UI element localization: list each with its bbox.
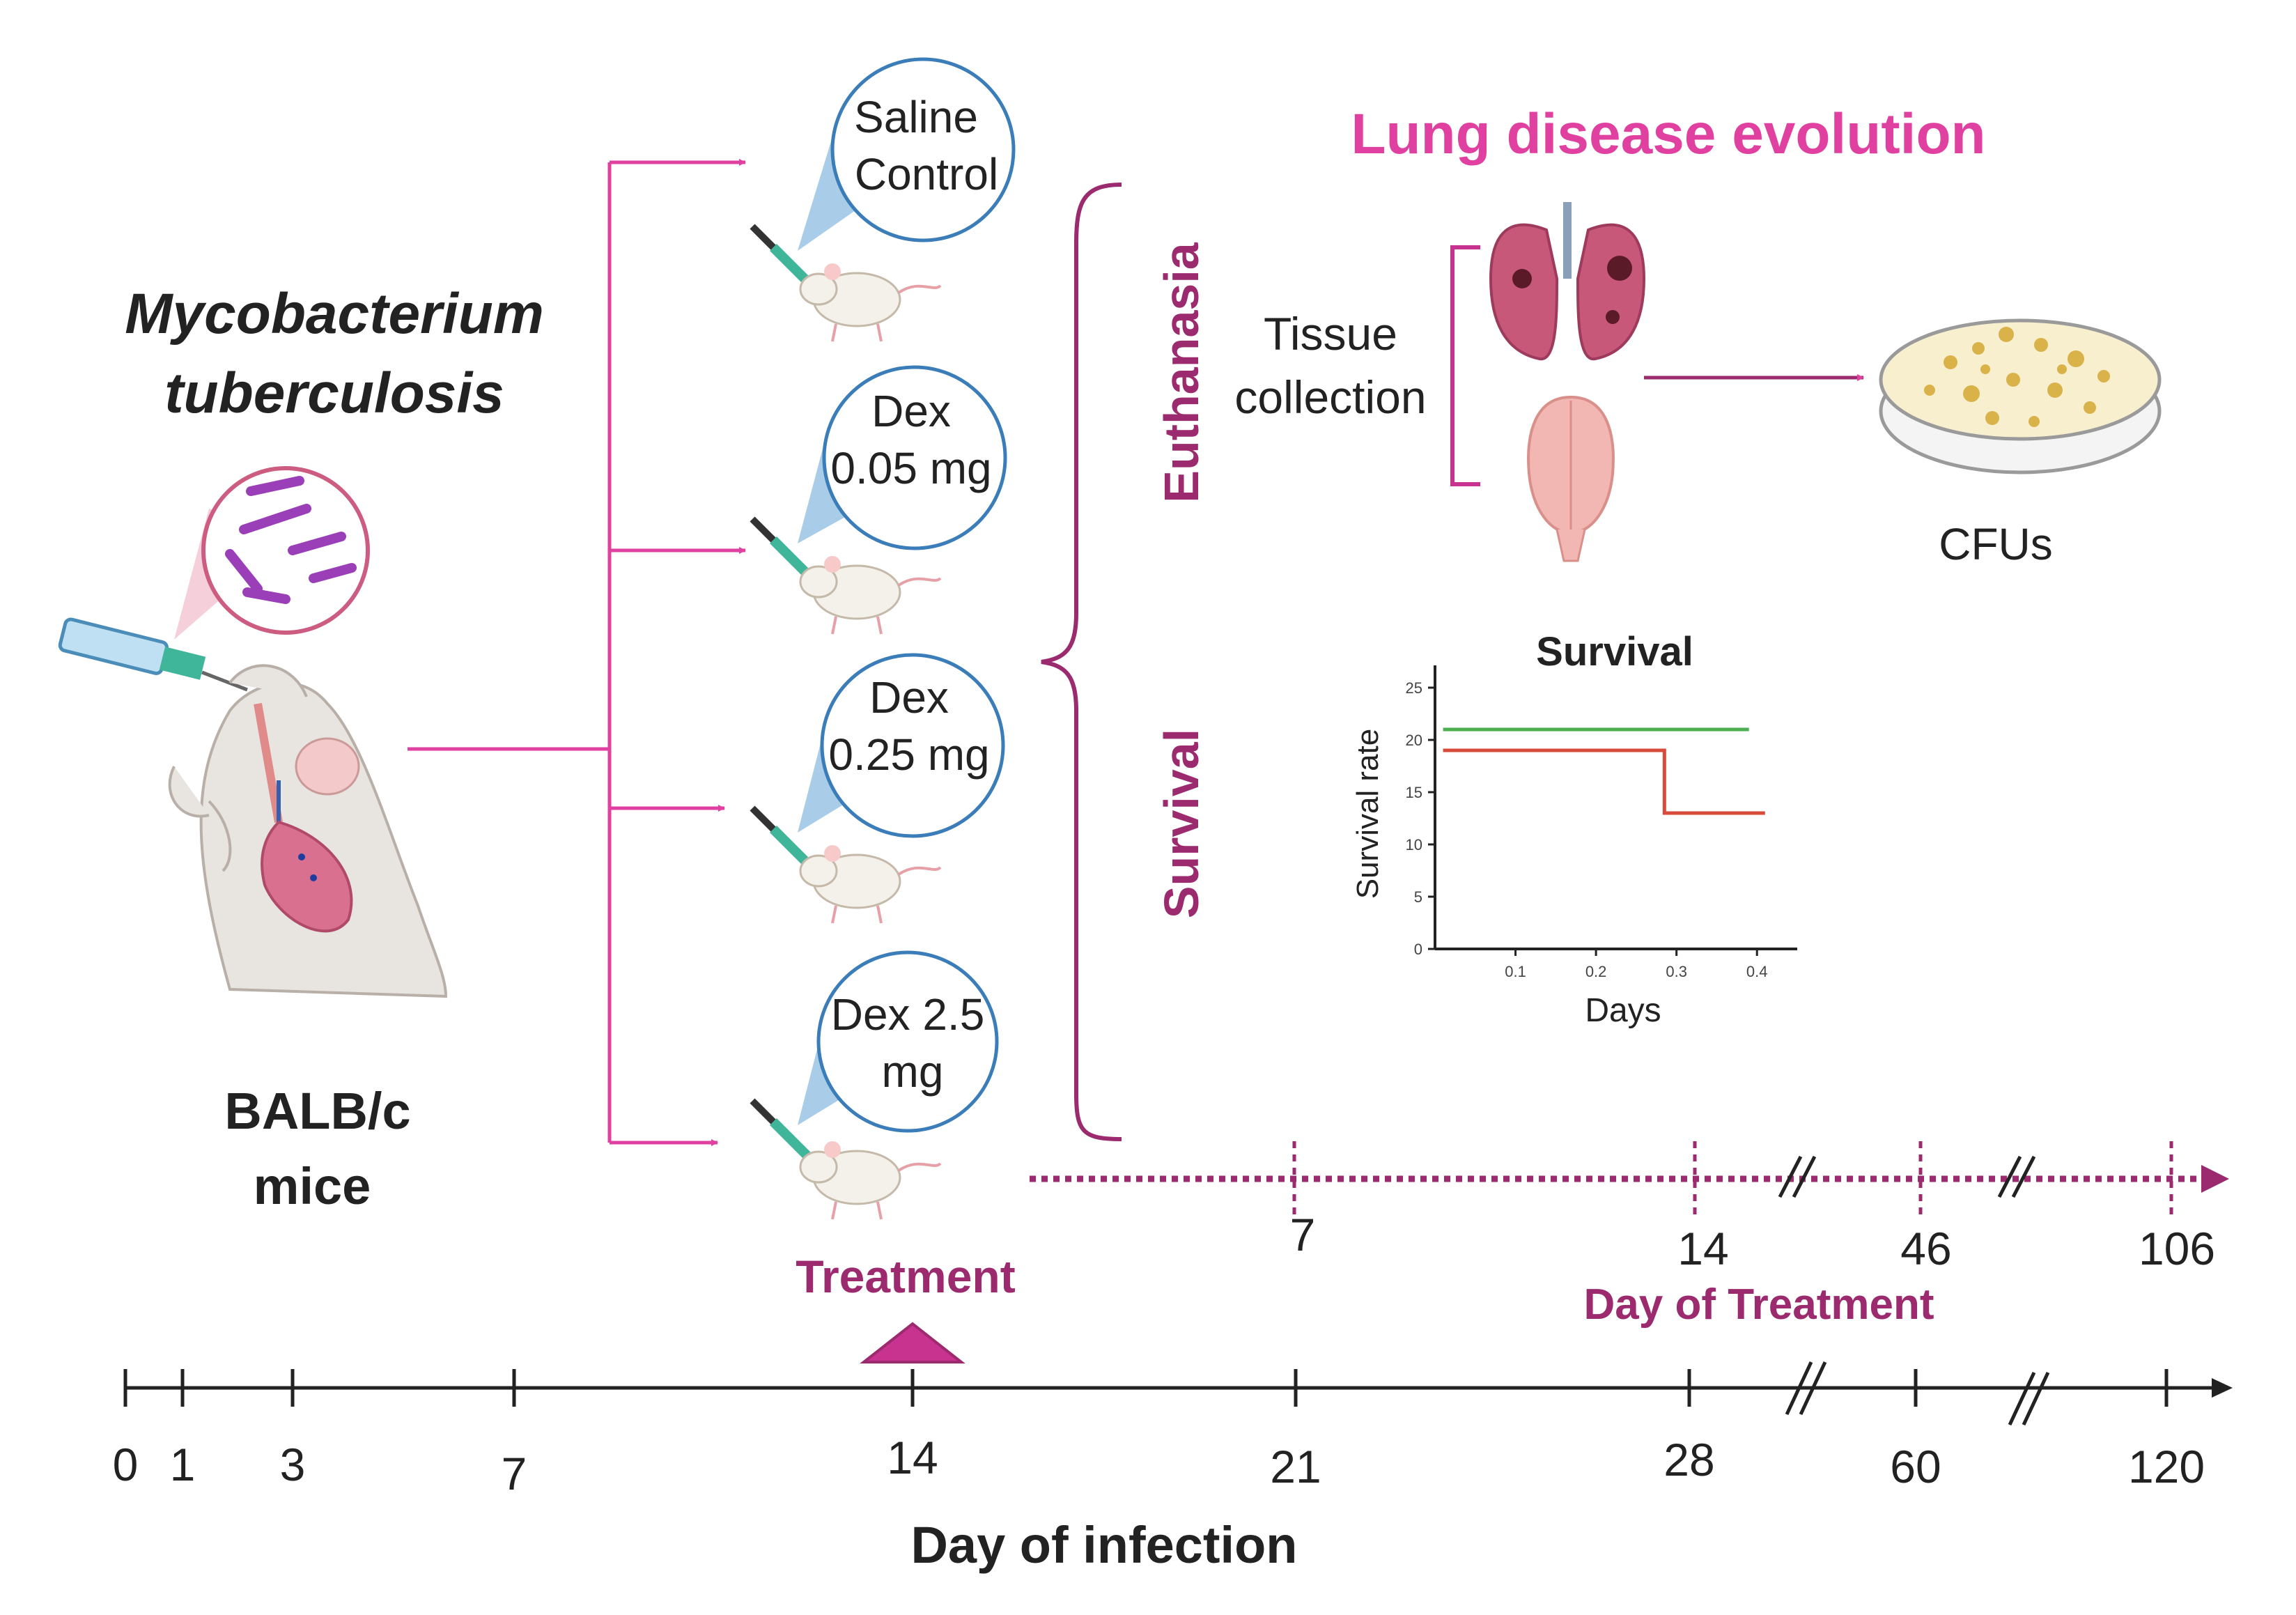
infection-timeline-arrowhead [2212, 1378, 2233, 1398]
infected-mouse-illustration [168, 664, 448, 998]
petri-dish-icon [1879, 318, 2162, 474]
syringe-icon [58, 617, 248, 692]
group-label-line1: Dex [871, 386, 951, 436]
cfu-label: CFUs [1939, 519, 2053, 569]
infection-tick-label: 14 [887, 1432, 938, 1483]
treatment-tick-label: 7 [1290, 1209, 1316, 1260]
host-label-line1: BALB/c [224, 1082, 410, 1140]
group-branch-connector [408, 159, 746, 1146]
host-label-line2: mice [254, 1157, 371, 1215]
group-label-line1: Dex 2.5 [831, 989, 985, 1040]
dropper-mouse-icon [750, 516, 942, 635]
group-dex-0-25: Dex 0.25 mg [750, 653, 1005, 924]
chart-y-tick-label: 15 [1406, 784, 1422, 801]
outcome-brace [1041, 183, 1122, 1141]
tissue-bracket [1450, 245, 1480, 486]
infection-tick-label: 60 [1890, 1441, 1941, 1492]
treatment-axis-label: Day of Treatment [1583, 1281, 1934, 1329]
treatment-marker [860, 1322, 965, 1363]
chart-title: Survival [1536, 629, 1693, 674]
treatment-timeline-arrowhead [2201, 1165, 2229, 1193]
treatment-label: Treatment [796, 1251, 1015, 1302]
axis-break [1785, 1361, 2050, 1426]
survival-label: Survival [1154, 729, 1209, 918]
group-label-line2: Control [855, 149, 998, 199]
chart-y-axis-label: Survival rate [1351, 729, 1385, 899]
chart-x-axis-label: Days [1585, 992, 1661, 1029]
group-label-line2: mg [882, 1046, 944, 1097]
group-label-line2: 0.05 mg [830, 443, 991, 493]
group-label-line1: Saline [854, 92, 978, 142]
tissue-label-line2: collection [1234, 371, 1426, 423]
dropper-mouse-icon [750, 224, 942, 342]
treatment-tick-label: 106 [2139, 1223, 2215, 1274]
infection-tick-label: 0 [113, 1439, 139, 1490]
chart-y-tick-label: 25 [1406, 679, 1422, 697]
axis-break [1778, 1155, 2036, 1198]
chart-y-tick-label: 0 [1414, 941, 1422, 958]
chart-x-tick-label: 0.2 [1585, 963, 1607, 980]
treatment-tick-label: 46 [1900, 1223, 1951, 1274]
euthanasia-label: Euthanasia [1154, 242, 1209, 503]
infection-axis-label: Day of infection [910, 1516, 1297, 1574]
pathogen-name-line1: Mycobacterium [125, 282, 544, 346]
infection-tick-label: 120 [2128, 1441, 2205, 1492]
survival-series-line-2 [1443, 748, 1765, 815]
lungs-icon [1489, 202, 1646, 361]
group-label-line2: 0.25 mg [828, 729, 989, 780]
treatment-tick-label: 14 [1677, 1223, 1728, 1274]
group-dex-0-05: Dex 0.05 mg [750, 365, 1007, 635]
brain-icon [1527, 395, 1615, 562]
survival-chart: Survival Survival rate Days 0 5 10 15 20 25 0.… [1351, 629, 1797, 1029]
infection-tick-label: 28 [1663, 1434, 1714, 1485]
lung-disease-title: Lung disease evolution [1351, 102, 1985, 166]
tissue-label-line1: Tissue [1264, 308, 1397, 360]
chart-x-tick-label: 0.1 [1505, 963, 1526, 980]
chart-y-tick-label: 20 [1406, 732, 1422, 749]
infection-tick-label: 3 [280, 1439, 306, 1490]
infection-tick-label: 1 [170, 1439, 196, 1490]
chart-y-tick-label: 5 [1414, 888, 1422, 906]
infection-tick-label: 21 [1270, 1441, 1321, 1492]
group-dex-2-5: Dex 2.5 mg [750, 950, 999, 1220]
treatment-timeline: 7 14 46 106 Day of Treatment [1030, 1141, 2229, 1329]
infection-tick-label: 7 [502, 1448, 527, 1499]
group-saline-control: Saline Control [750, 57, 1016, 342]
chart-x-tick-label: 0.4 [1746, 963, 1768, 980]
bacteria-icon [174, 466, 370, 640]
pathogen-name-line2: tuberculosis [164, 362, 504, 425]
group-label-line1: Dex [869, 672, 949, 722]
chart-x-tick-label: 0.3 [1666, 963, 1687, 980]
dropper-mouse-icon [750, 1098, 942, 1220]
chart-y-tick-label: 10 [1406, 836, 1422, 853]
dropper-mouse-icon [750, 805, 942, 924]
